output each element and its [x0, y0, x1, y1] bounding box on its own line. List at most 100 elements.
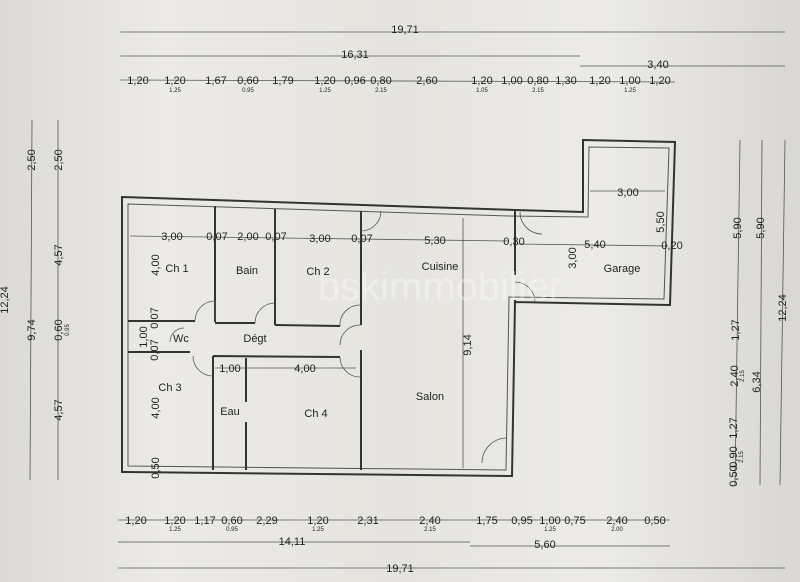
dim-sublabel: 0.95 [242, 88, 254, 94]
room-wc: Wc [173, 333, 189, 345]
dim-label: 2,29 [256, 515, 277, 527]
dim-sublabel: 1.25 [169, 527, 181, 533]
room-salon: Salon [416, 391, 444, 403]
door-ch1 [194, 300, 216, 322]
door-wc [169, 327, 185, 343]
dim-label: 1,20 [589, 75, 610, 87]
dim-label: 0,80 [527, 75, 548, 87]
dim-label: 1,00 [539, 515, 560, 527]
room-cuisine: Cuisine [422, 261, 459, 273]
dim-label: 1,17 [194, 515, 215, 527]
dim-label: 1,20 [471, 75, 492, 87]
right-width-bottom: 5,60 [534, 539, 555, 551]
left-dimensions: 12,24 2,50 9,74 2,50 4,57 0,60 0.95 4,57 [0, 149, 71, 420]
dim-label: 0,07 [351, 233, 372, 245]
dim-sublabel: 1.25 [312, 527, 324, 533]
dim-label: 0,20 [661, 240, 682, 252]
room-labels: Ch 1 Bain Ch 2 Cuisine Wc Dégt Ch 3 Eau … [158, 261, 640, 420]
dim-label: 0,80 [370, 75, 391, 87]
dim-label: 0,30 [503, 236, 524, 248]
dim-label: 1,75 [476, 515, 497, 527]
dim-sublabel: 2.15 [740, 370, 746, 382]
dim-label: 5,90 [755, 217, 767, 238]
dim-sublabel: 2.15 [532, 88, 544, 94]
dim-sublabel: 1.25 [544, 527, 556, 533]
dim-label: 0,95 [511, 515, 532, 527]
door-cuisine [360, 210, 382, 232]
dim-sublabel: 1.25 [319, 88, 331, 94]
bottom-dimension-row: 1,20 1,20 1.25 1,17 0,60 0.95 2,29 1,20 … [125, 515, 665, 533]
dim-label: 0,96 [344, 75, 365, 87]
dim-label: 0,07 [149, 339, 161, 360]
door-salon [339, 324, 362, 346]
dim-label: 0,07 [206, 231, 227, 243]
garage-width-top: 3,40 [647, 59, 668, 71]
dim-label: 1,20 [127, 75, 148, 87]
dim-sublabel: 0.95 [226, 527, 238, 533]
dim-label: 1,67 [205, 75, 226, 87]
watermark-logo: bskimmobilier [318, 265, 563, 309]
dim-label: 1,79 [272, 75, 293, 87]
dim-label: 2,31 [357, 515, 378, 527]
dim-label: 0,60 [53, 319, 65, 340]
dim-label: 0,60 [221, 515, 242, 527]
dim-label: 4,00 [294, 363, 315, 375]
dim-label: 4,00 [150, 397, 162, 418]
door-ch4 [339, 356, 362, 378]
dim-label: 1,00 [619, 75, 640, 87]
dim-label: 4,57 [53, 399, 65, 420]
dim-label: 2,60 [416, 75, 437, 87]
right-dimensions: 5,90 1,27 2,40 2.15 1,27 0,90 2.15 0,50 … [728, 217, 789, 486]
dim-label: 0,50 [150, 457, 162, 478]
room-eau: Eau [220, 406, 240, 418]
dim-label: 0,75 [564, 515, 585, 527]
dim-label: 1,20 [125, 515, 146, 527]
door-entrance [481, 437, 508, 464]
door-garage-side [519, 211, 543, 235]
dim-sublabel: 1.25 [624, 88, 636, 94]
dim-sublabel: 2.15 [424, 527, 436, 533]
dim-label: 0,50 [644, 515, 665, 527]
dim-label: 1,00 [138, 326, 150, 347]
dim-label: 1,27 [728, 417, 740, 438]
dim-sublabel: 1.05 [476, 88, 488, 94]
dim-label: 0,90 [728, 446, 740, 467]
room-degt: Dégt [243, 333, 266, 345]
walls [121, 138, 677, 478]
door-ch3 [192, 355, 214, 377]
dim-label: 1,27 [730, 319, 742, 340]
dim-label: 1,00 [501, 75, 522, 87]
door-bain [254, 302, 276, 324]
overall-width-top: 19,71 [391, 24, 419, 36]
dim-label: 0,50 [728, 465, 740, 486]
room-ch3: Ch 3 [158, 382, 181, 394]
dim-label: 4,00 [150, 254, 162, 275]
room-ch1: Ch 1 [165, 263, 188, 275]
dim-label: 4,57 [53, 244, 65, 265]
dim-label: 3,00 [567, 247, 579, 268]
dim-label: 0,07 [265, 231, 286, 243]
room-garage: Garage [604, 263, 641, 275]
house-width-top: 16,31 [341, 49, 369, 61]
dim-label: 3,00 [309, 233, 330, 245]
dim-label: 1,00 [219, 363, 240, 375]
dim-label: 1,20 [307, 515, 328, 527]
dim-label: 1,20 [164, 515, 185, 527]
dim-label: 2,40 [419, 515, 440, 527]
door-garage-inner [514, 281, 536, 303]
overall-height-left: 12,24 [0, 286, 11, 314]
dim-label: 5,40 [584, 239, 605, 251]
dim-label: 0,60 [237, 75, 258, 87]
room-ch2: Ch 2 [306, 266, 329, 278]
dim-label: 9,74 [26, 319, 38, 340]
dim-label: 2,00 [237, 231, 258, 243]
dim-label: 2,40 [606, 515, 627, 527]
dim-label: 2,40 [729, 365, 741, 386]
interior-dimensions: 3,00 0,07 2,00 0,07 3,00 0,07 5,30 0,30 … [129, 187, 683, 479]
dim-sublabel: 0.95 [65, 324, 71, 336]
door-ch2 [339, 304, 362, 327]
dim-label: 2,50 [53, 149, 65, 170]
dim-label: 3,00 [161, 231, 182, 243]
dim-label: 2,50 [26, 149, 38, 170]
